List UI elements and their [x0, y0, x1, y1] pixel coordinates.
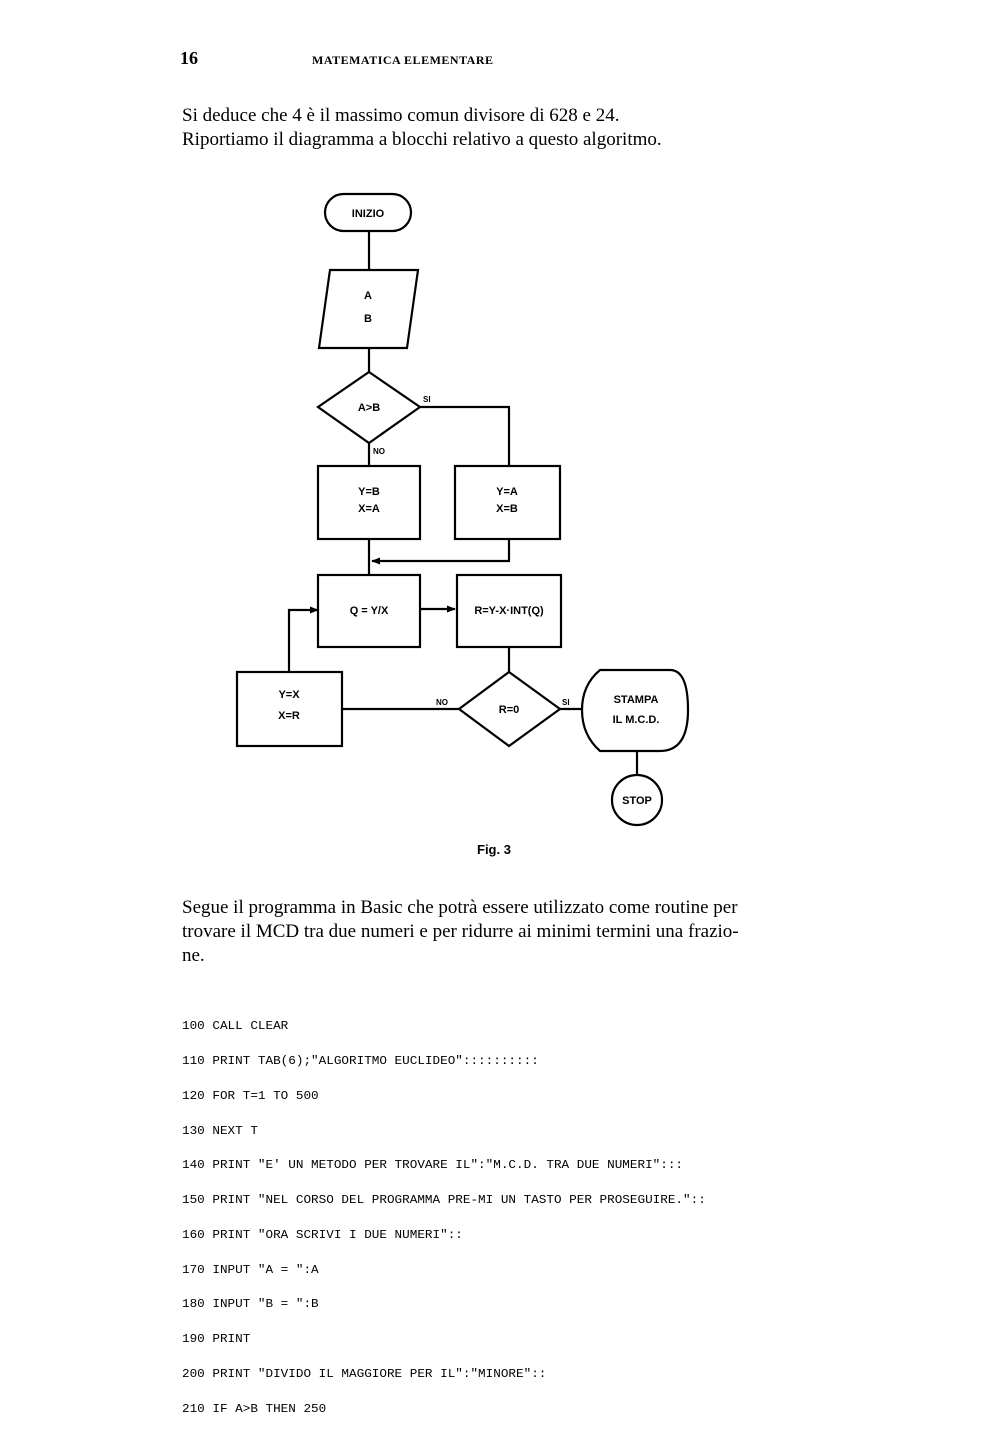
- decision-compare-label: A>B: [358, 402, 380, 414]
- print-label-2: IL M.C.D.: [613, 714, 660, 726]
- code-line: 170 INPUT "A = ":A: [182, 1263, 319, 1277]
- decision-zero-label: R=0: [499, 704, 520, 716]
- assign-left-x: X=A: [358, 503, 380, 515]
- basic-code-listing: 100 CALL CLEAR 110 PRINT TAB(6);"ALGORIT…: [182, 998, 706, 1439]
- code-line: 110 PRINT TAB(6);"ALGORITMO EUCLIDEO":::…: [182, 1054, 539, 1068]
- connector-loop-back: [287, 606, 319, 672]
- body-line: Segue il programma in Basic che potrà es…: [182, 897, 738, 918]
- assign-left-box: [316, 464, 422, 541]
- decision-zero-diamond: [457, 670, 562, 748]
- si-label: SI: [423, 395, 431, 404]
- no-label: NO: [373, 447, 385, 456]
- figure-caption: Fig. 3: [477, 842, 511, 857]
- code-line: 130 NEXT T: [182, 1124, 258, 1138]
- stop-terminal: [610, 773, 664, 827]
- code-line: 200 PRINT "DIVIDO IL MAGGIORE PER IL":"M…: [182, 1368, 547, 1381]
- input-parallelogram: [317, 268, 420, 350]
- remainder-label: R=Y-X·INT(Q): [474, 605, 544, 617]
- code-line: 120 FOR T=1 TO 500: [182, 1089, 319, 1103]
- si-print-label: SI: [562, 698, 570, 707]
- body-line: trovare il MCD tra due numeri e per ridu…: [182, 921, 739, 942]
- remainder-box: [455, 573, 563, 649]
- decision-compare-diamond: [316, 370, 422, 445]
- print-label-1: STAMPA: [614, 694, 659, 706]
- flowchart: INIZIO A B A>B SI NO Y=B X=A Y=A X=B Q =…: [235, 192, 690, 827]
- input-a-label: A: [364, 290, 372, 302]
- code-line: 100 CALL CLEAR: [182, 1020, 289, 1034]
- assign-right-y: Y=A: [496, 486, 518, 498]
- print-display-shape: [580, 668, 690, 753]
- swap-box: [235, 670, 344, 748]
- assign-right-x: X=B: [496, 503, 518, 515]
- body-line: ne.: [182, 945, 205, 966]
- code-line: 150 PRINT "NEL CORSO DEL PROGRAMMA PRE-M…: [182, 1194, 706, 1208]
- input-b-label: B: [364, 313, 372, 325]
- no-loop-label: NO: [436, 698, 448, 707]
- start-terminal: [323, 192, 413, 233]
- quotient-box: [316, 573, 422, 649]
- code-line: 190 PRINT: [182, 1333, 251, 1347]
- code-line: 180 INPUT "B = ":B: [182, 1298, 319, 1312]
- start-label: INIZIO: [352, 208, 385, 220]
- assign-left-y: Y=B: [358, 486, 380, 498]
- page-number: 16: [180, 48, 198, 68]
- intro-line: Si deduce che 4 è il massimo comun divis…: [182, 105, 620, 126]
- body-paragraph: Segue il programma in Basic che potrà es…: [182, 896, 762, 968]
- code-line: 210 IF A>B THEN 250: [182, 1402, 327, 1416]
- quotient-label: Q = Y/X: [350, 605, 389, 617]
- connector-si-branch: [420, 405, 511, 466]
- assign-right-box: [453, 464, 562, 541]
- connector-right-merge: [371, 539, 511, 565]
- code-line: 160 PRINT "ORA SCRIVI I DUE NUMERI"::: [182, 1228, 463, 1242]
- code-line: 140 PRINT "E' UN METODO PER TROVARE IL":…: [182, 1159, 684, 1173]
- swap-y-label: Y=X: [278, 689, 300, 701]
- book-page: 16 MATEMATICA ELEMENTARE Si deduce che 4…: [180, 48, 762, 1415]
- running-title: MATEMATICA ELEMENTARE: [312, 53, 494, 67]
- swap-x-label: X=R: [278, 710, 300, 722]
- intro-paragraph: Si deduce che 4 è il massimo comun divis…: [182, 104, 742, 152]
- intro-line: Riportiamo il diagramma a blocchi relati…: [182, 129, 662, 150]
- stop-label: STOP: [622, 795, 652, 807]
